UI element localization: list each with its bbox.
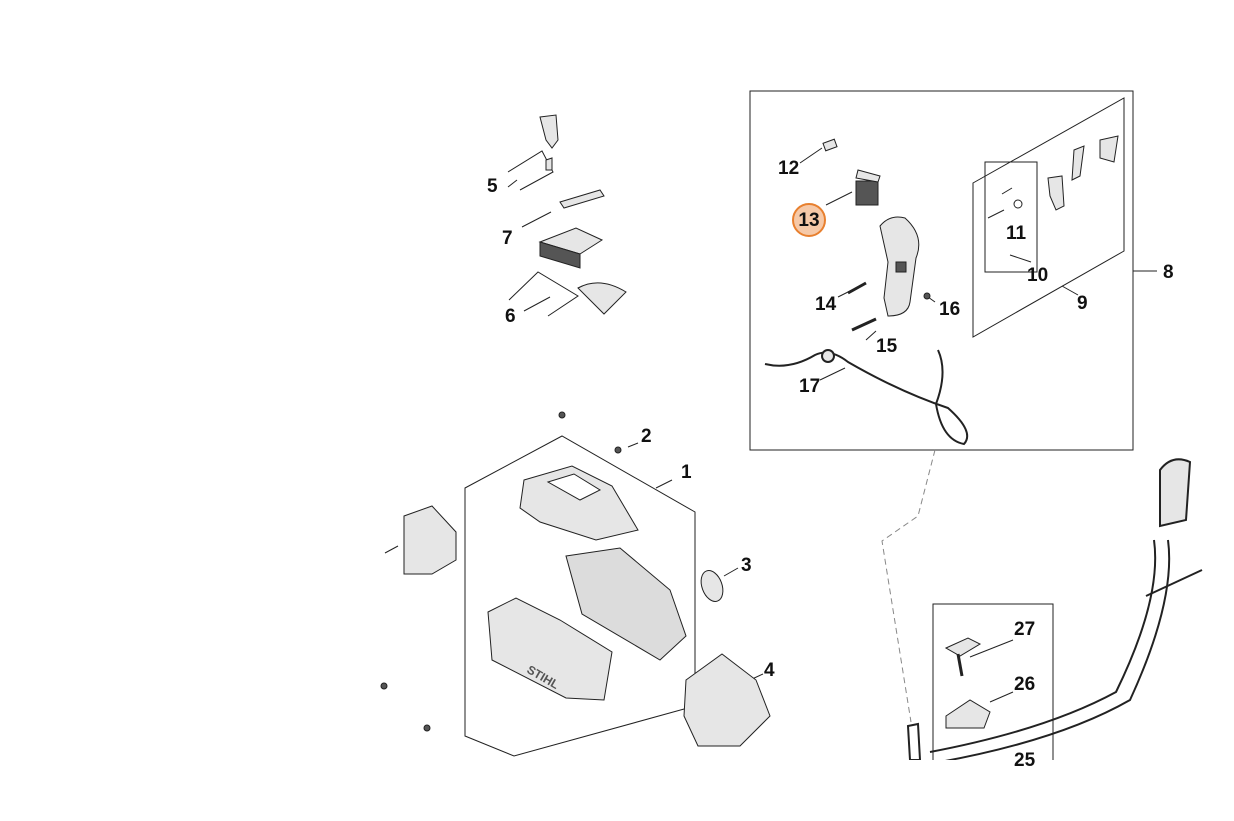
part-5 [539, 114, 559, 171]
label-7: 7 [502, 228, 513, 249]
label-25: 25 [1014, 750, 1036, 771]
label-6: 6 [505, 306, 516, 327]
part-cover [403, 505, 457, 575]
part-1-upper [519, 465, 639, 541]
label-8: 8 [1163, 262, 1174, 283]
dash-leader [881, 449, 936, 723]
label-17: 17 [799, 376, 821, 397]
part-13 [855, 169, 881, 206]
part-14 [847, 281, 867, 295]
label-26: 26 [1014, 674, 1036, 695]
part-15 [851, 317, 877, 332]
label-10: 10 [1027, 265, 1049, 286]
part-6 [538, 227, 627, 315]
label-12: 12 [778, 158, 800, 179]
label-16: 16 [939, 299, 961, 320]
part-screw-left-2 [423, 724, 431, 732]
part-9-set [987, 135, 1119, 219]
part-12 [822, 138, 838, 152]
label-15: 15 [876, 336, 898, 357]
label-27: 27 [1014, 619, 1036, 640]
part-17 [764, 349, 969, 446]
bottom-fade [0, 760, 1234, 816]
label-11: 11 [1006, 223, 1027, 244]
group-frame-10 [984, 161, 1038, 273]
part-2 [614, 446, 622, 454]
part-screw-top [558, 411, 566, 419]
part-26 [945, 699, 991, 729]
label-1: 1 [681, 462, 692, 483]
part-1-lower [487, 547, 687, 701]
label-3: 3 [741, 555, 752, 576]
part-handle [879, 216, 920, 317]
label-9: 9 [1077, 293, 1088, 314]
part-16 [923, 292, 931, 300]
part-27 [944, 637, 982, 677]
part-3 [700, 570, 724, 602]
part-handle-bar [906, 458, 1203, 763]
label-2: 2 [641, 426, 652, 447]
part-screw-left [380, 682, 388, 690]
group-frame-9 [972, 97, 1125, 338]
group-frame-6 [508, 271, 579, 317]
label-14: 14 [815, 294, 837, 315]
part-4 [683, 653, 771, 747]
label-4: 4 [764, 660, 775, 681]
label-13-highlighted[interactable]: 13 [792, 203, 826, 237]
label-5: 5 [487, 176, 498, 197]
part-7 [559, 189, 605, 209]
